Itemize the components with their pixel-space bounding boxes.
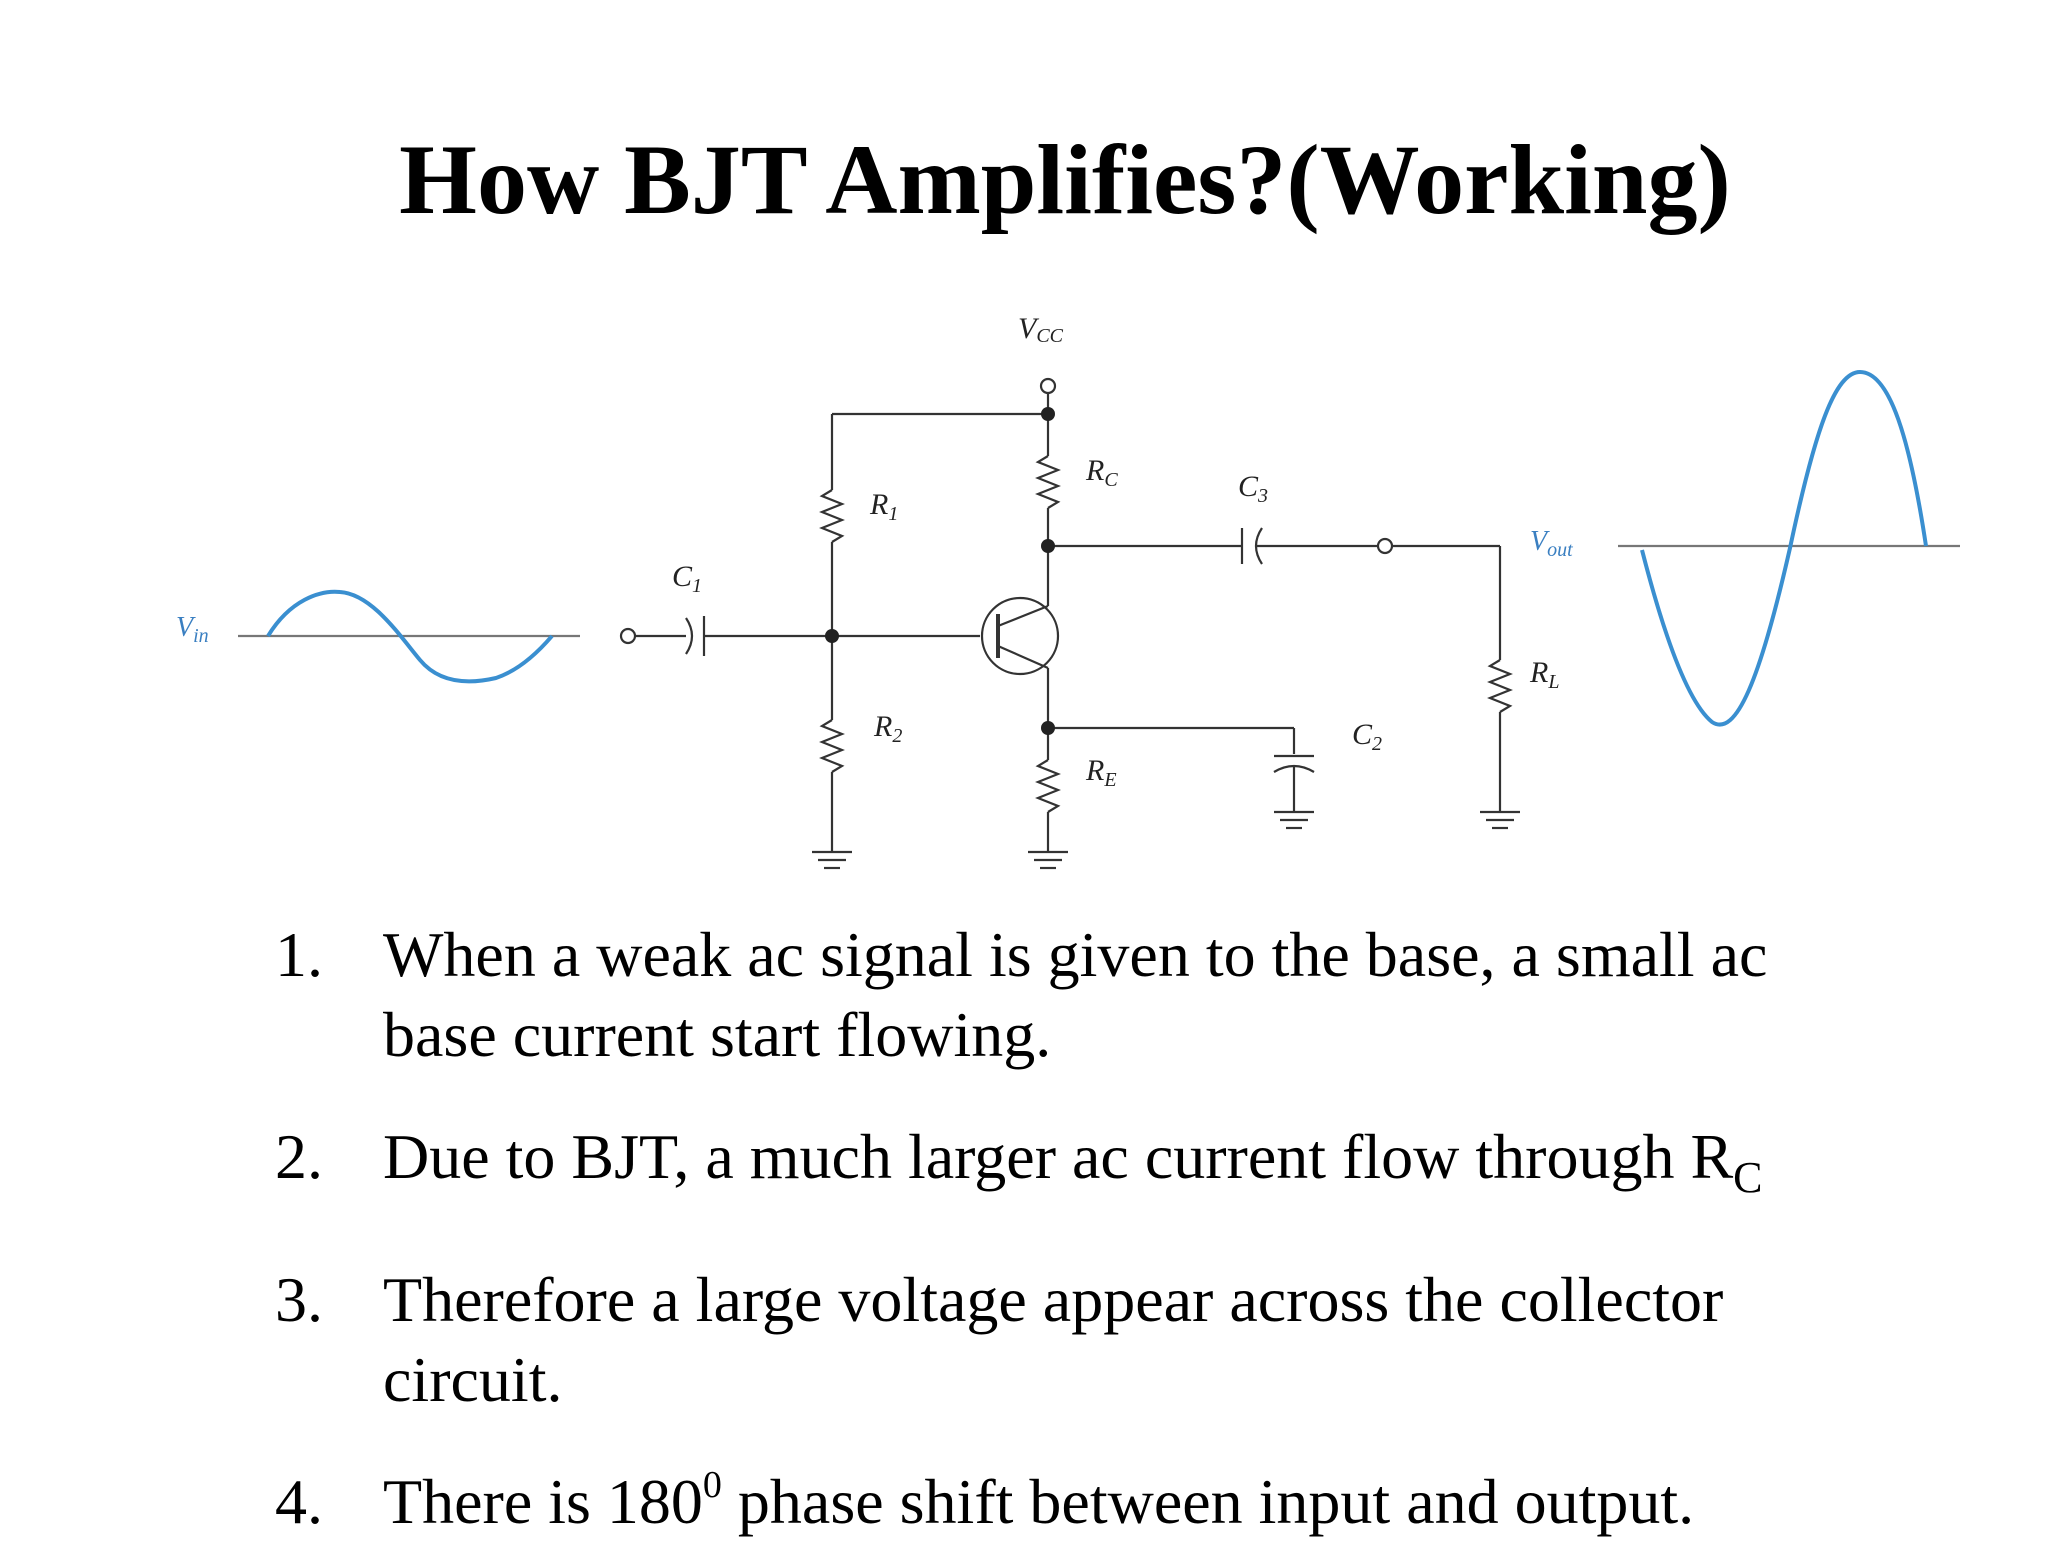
list-item: 3. Therefore a large voltage appear acro… [275,1260,1905,1420]
r2-resistor [819,719,845,773]
ground-c2 [1274,810,1314,830]
rc-label: RC [1085,454,1118,491]
ground-r2 [812,850,852,870]
r2-label: R2 [873,710,902,747]
vin-sine-wave [266,589,554,684]
bjt-amplifier-circuit: VCC RC R1 R2 RE C1 C3 C2 RL Vin Vout [176,312,1960,870]
r1-label: R1 [869,488,898,525]
ground-rl [1480,810,1520,830]
list-text: Due to BJT, a much larger ac current flo… [383,1121,1734,1192]
circuit-wires [238,377,1960,870]
list-text-line: base current start flowing. [383,999,1052,1070]
rc-resistor [1035,455,1061,509]
list-number: 2. [275,1121,323,1192]
r1-resistor [819,489,845,543]
list-text-line: circuit. [383,1344,563,1415]
signal-waveforms [266,369,1928,727]
bjt-transistor [980,596,1060,676]
vout-sine-wave [1640,369,1928,727]
vout-label: Vout [1530,526,1573,561]
junction-dots [825,407,1055,735]
rl-label: RL [1529,656,1559,693]
re-label: RE [1085,754,1117,791]
list-item: 1. When a weak ac signal is given to the… [275,915,1905,1075]
output-terminal [1376,537,1394,555]
vin-label: Vin [176,612,209,647]
re-resistor [1035,759,1061,813]
rl-resistor [1487,659,1513,713]
list-superscript: 0 [702,1464,722,1506]
c1-label: C1 [672,560,702,597]
list-number: 4. [275,1466,323,1537]
input-terminal [619,627,637,645]
c3-label: C3 [1238,470,1268,507]
vcc-terminal [1039,377,1057,395]
list-text: phase shift between input and output. [721,1466,1695,1537]
list-item: 2. Due to BJT, a much larger ac current … [275,1117,1905,1218]
list-number: 1. [275,919,323,990]
list-subscript: C [1733,1153,1763,1202]
explanation-list: 1. When a weak ac signal is given to the… [275,915,1905,1542]
c2-label: C2 [1352,718,1382,755]
list-item: 4. There is 1800 phase shift between inp… [275,1462,1905,1542]
ground-re [1028,850,1068,870]
list-number: 3. [275,1264,323,1335]
slide-title: How BJT Amplifies?(Working) [399,124,1731,235]
list-text-line: Therefore a large voltage appear across … [383,1264,1724,1335]
component-labels: VCC RC R1 R2 RE C1 C3 C2 RL Vin Vout [176,312,1573,791]
c1-plate-left [685,617,694,655]
vcc-label: VCC [1018,312,1064,347]
list-text-line: When a weak ac signal is given to the ba… [383,919,1768,990]
list-text: There is 180 [383,1466,703,1537]
